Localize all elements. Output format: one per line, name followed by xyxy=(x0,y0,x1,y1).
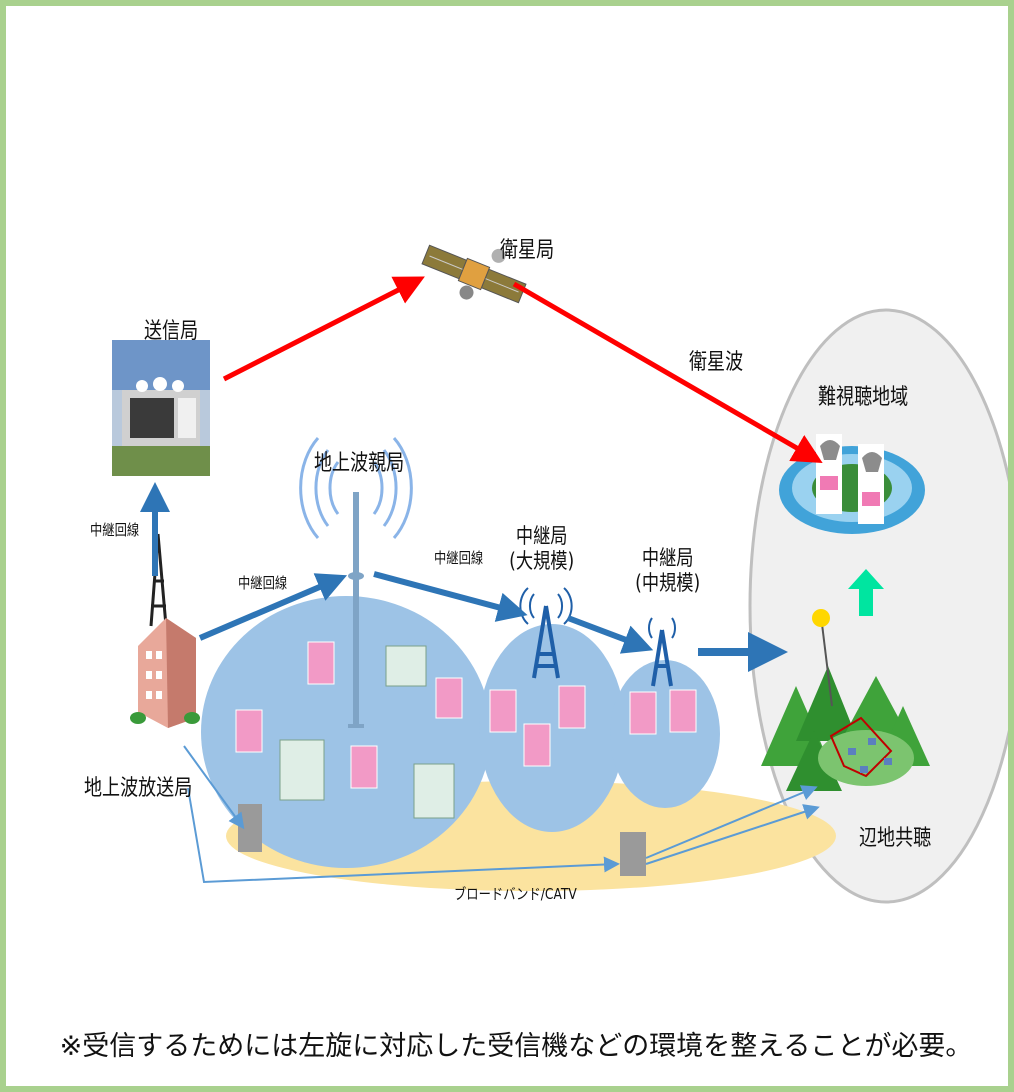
relay-line-middle-arrow xyxy=(373,571,528,622)
relay-line-middle-label: 中継回線 xyxy=(434,549,484,567)
mountain-village-illustration xyxy=(761,609,930,791)
difficult-reception-area-label: 難視聴地域 xyxy=(818,385,909,410)
satellite-station-label: 衛星局 xyxy=(500,238,555,263)
parent-station-tower xyxy=(299,437,413,728)
broadcast-network-diagram xyxy=(112,244,1008,904)
uplink-arrow xyxy=(222,276,425,382)
satellite-wave-arrow xyxy=(512,281,823,464)
satellite-icon xyxy=(421,244,527,304)
relay-chain-arrow xyxy=(566,615,654,654)
terrestrial-broadcaster-building xyxy=(130,533,200,728)
upward-arrow xyxy=(848,569,884,616)
coverage-large-relay-ellipse xyxy=(479,624,625,832)
terrestrial-parent-station-label: 地上波親局 xyxy=(314,451,405,476)
relay-large-label: 中継局 (大規模) xyxy=(509,524,575,573)
relay-line-vertical-label: 中継回線 xyxy=(90,521,140,539)
relay-line-left-arrow xyxy=(198,573,348,641)
broadband-lines xyxy=(183,745,820,884)
transmitting-station-label: 送信局 xyxy=(144,319,199,344)
remote-shared-reception-label: 辺地共聴 xyxy=(859,826,932,851)
coverage-medium-relay-ellipse xyxy=(610,660,720,808)
relay-line-left-label: 中継回線 xyxy=(238,574,288,592)
broadband-catv-label: ブロードバンド/CATV xyxy=(454,885,577,903)
relay-medium-label: 中継局 (中規模) xyxy=(635,546,701,595)
satellite-wave-label: 衛星波 xyxy=(689,350,744,375)
apartment-icons xyxy=(279,645,455,819)
transmitting-station-image xyxy=(112,340,210,476)
terrestrial-broadcaster-label: 地上波放送局 xyxy=(84,776,193,801)
footnote-text: ※受信するためには左旋に対応した受信機などの環境を整えることが必要。 xyxy=(59,1031,973,1062)
island-illustration xyxy=(779,434,925,534)
house-icons xyxy=(235,641,697,789)
